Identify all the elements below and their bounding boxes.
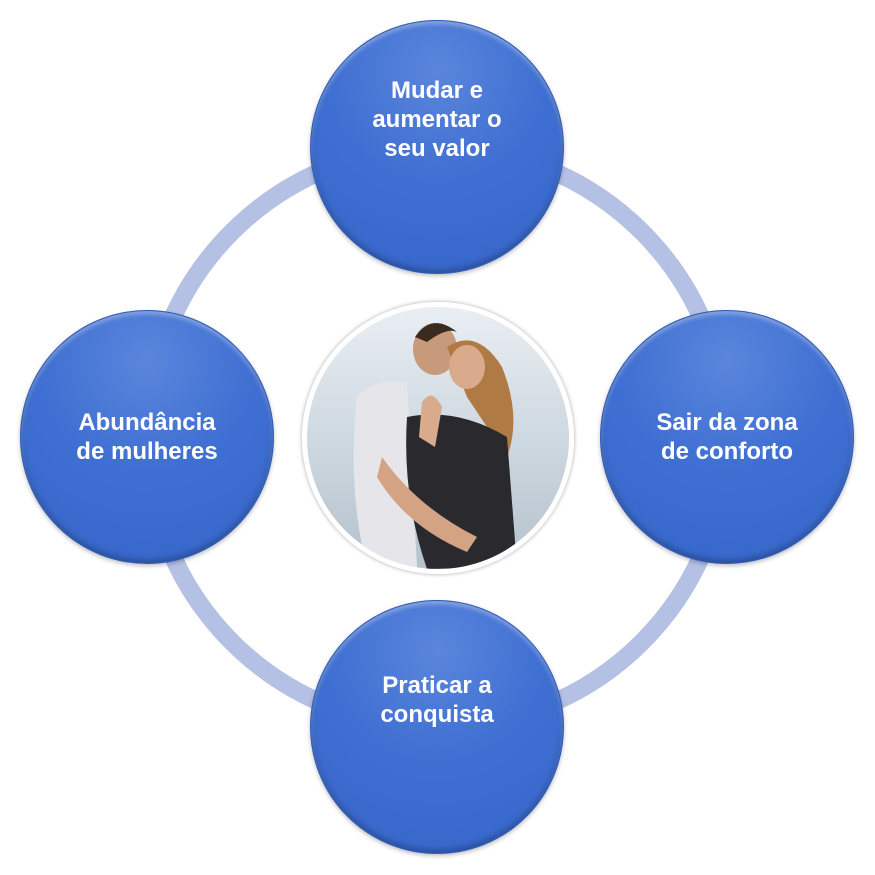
- node-label: Abundância de mulheres: [76, 409, 218, 465]
- node-label: Sair da zona de conforto: [656, 409, 798, 465]
- node-label: Mudar e aumentar o seu valor: [372, 77, 502, 162]
- node-comfort-zone: Sair da zona de conforto: [600, 310, 854, 564]
- node-practice: Praticar a conquista: [310, 600, 564, 854]
- node-label: Praticar a conquista: [380, 671, 494, 728]
- node-change-value: Mudar e aumentar o seu valor: [310, 20, 564, 274]
- couple-photo: [302, 302, 574, 574]
- node-abundance: Abundância de mulheres: [20, 310, 274, 564]
